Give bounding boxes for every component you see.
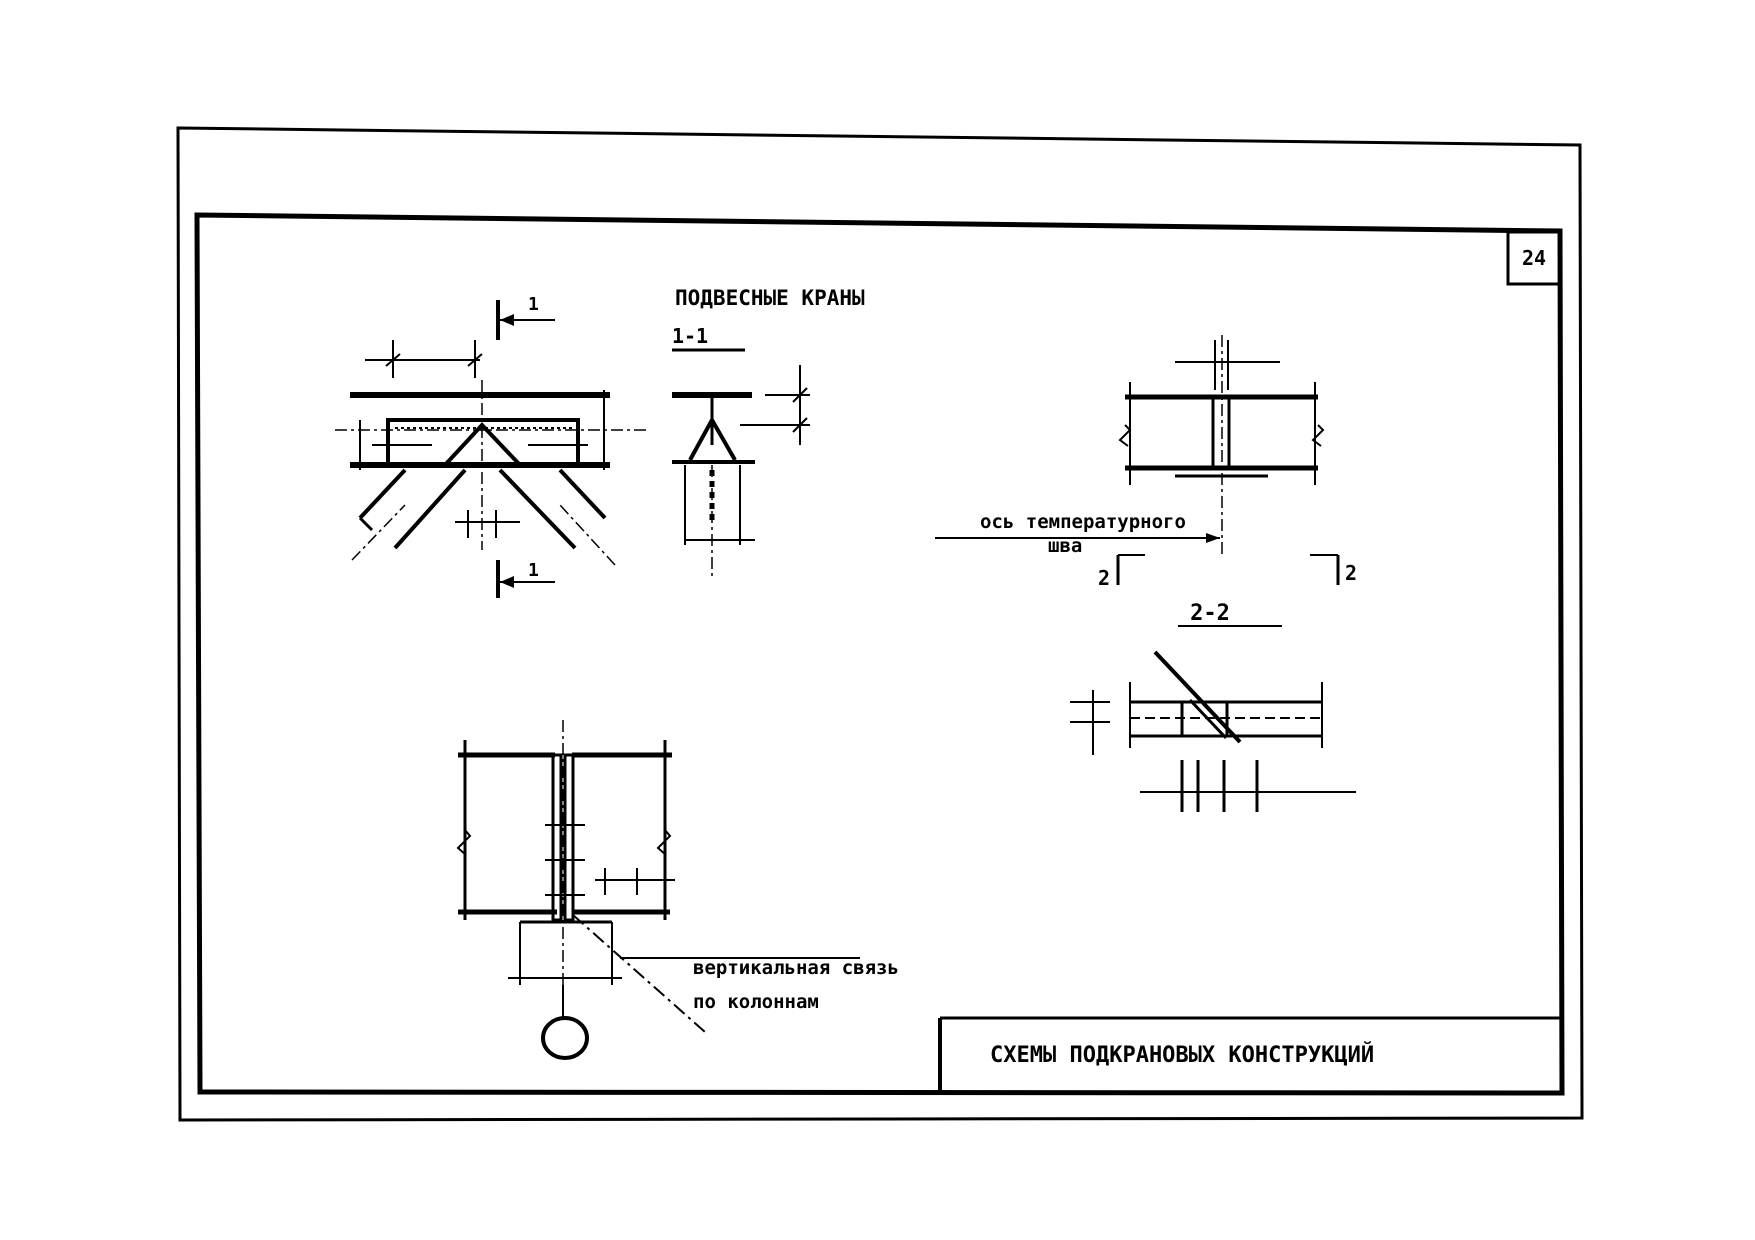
- temp-joint-label-line2: шва: [1048, 535, 1082, 557]
- section-mark-1-bottom: 1: [528, 560, 539, 581]
- node-plan-view: [335, 300, 650, 598]
- title-block: СХЕМЫ ПОДКРАНОВЫХ КОНСТРУКЦИЙ: [938, 1016, 1560, 1092]
- drawing-heading: ПОДВЕСНЫЕ КРАНЫ: [675, 286, 865, 310]
- section-2-2-view: [1070, 650, 1356, 812]
- sheet-title: СХЕМЫ ПОДКРАНОВЫХ КОНСТРУКЦИЙ: [990, 1042, 1374, 1068]
- section-2-2-label: 2-2: [1190, 601, 1230, 626]
- sheet-number: 24: [1522, 246, 1546, 270]
- section-1-1-view: [672, 348, 810, 580]
- outer-frame: [176, 126, 1584, 1122]
- section-mark-2-left: 2: [1098, 566, 1110, 590]
- sheet-number-box: 24: [1506, 230, 1562, 286]
- node-temperature-joint: [935, 335, 1340, 585]
- node-vertical-bracing: [456, 720, 860, 1060]
- temp-joint-label-line1: ось температурного: [980, 511, 1186, 533]
- vertical-bracing-label-line1: вертикальная связь: [693, 957, 899, 979]
- inner-frame: [194, 212, 1565, 1096]
- section-1-1-label: 1-1: [672, 324, 708, 348]
- section-mark-1-top: 1: [528, 294, 539, 315]
- vertical-bracing-label-line2: по колоннам: [693, 991, 819, 1013]
- section-mark-2-right: 2: [1345, 561, 1357, 585]
